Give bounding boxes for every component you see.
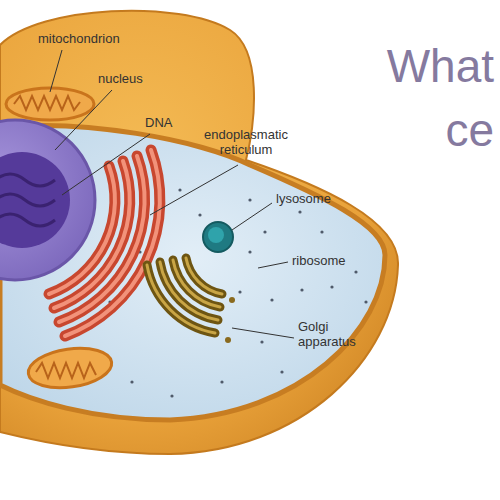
part-label: lysosome	[276, 192, 346, 207]
part-label: endoplasmatic reticulum	[196, 128, 296, 158]
lysosome-shape	[203, 222, 233, 252]
part-label: mitochondrion	[38, 32, 138, 47]
part-label: DNA	[145, 116, 185, 131]
nucleus-shape	[0, 120, 95, 280]
mitochondrion-shape	[26, 343, 114, 392]
part-label: nucleus	[98, 72, 168, 87]
part-label: ribosome	[292, 254, 362, 269]
leader-lines	[50, 50, 294, 338]
part-label: Golgi apparatus	[298, 320, 364, 350]
page-title: What ce	[366, 34, 494, 163]
golgi-stacks	[147, 258, 235, 343]
mitochondrion-shape	[6, 88, 94, 120]
